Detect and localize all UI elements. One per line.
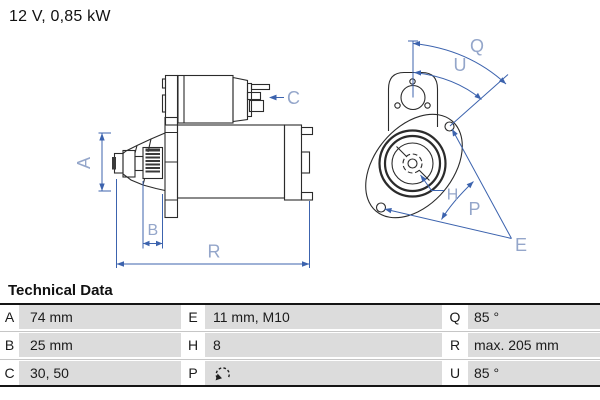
tech-value-U: 85 ° [468, 361, 600, 385]
dim-label-Q: Q [470, 36, 484, 56]
tech-value-R: max. 205 mm [468, 333, 600, 357]
technical-drawing: A B R C Q U H P E [74, 36, 527, 268]
pinion-teeth [145, 153, 160, 173]
row-separator [0, 358, 600, 360]
counterclockwise-rotation-icon [215, 366, 230, 380]
starter-flange-view [365, 71, 463, 219]
dim-label-R: R [208, 242, 221, 262]
starter-side-view [112, 74, 314, 219]
tech-value-P [205, 361, 442, 385]
tech-key-Q: Q [442, 305, 468, 329]
table-row: A 74 mm E 11 mm, M10 Q 85 ° [0, 305, 600, 329]
tech-key-U: U [442, 361, 468, 385]
dim-label-B: B [147, 222, 158, 239]
tech-value-E: 11 mm, M10 [205, 305, 442, 329]
dim-label-E: E [515, 235, 527, 255]
tech-value-A: 74 mm [19, 305, 181, 329]
page-title: 12 V, 0,85 kW [9, 8, 111, 25]
tech-value-B: 25 mm [19, 333, 181, 357]
tech-value-H: 8 [205, 333, 442, 357]
tech-key-E: E [181, 305, 205, 329]
dimension-lines [98, 40, 512, 268]
tech-key-B: B [0, 333, 19, 357]
dim-label-H: H [447, 187, 459, 204]
technical-data-table: A 74 mm E 11 mm, M10 Q 85 ° B 25 mm H 8 … [0, 303, 600, 387]
dimension-labels: A B R C Q U H P E [74, 36, 527, 262]
tech-key-A: A [0, 305, 19, 329]
tech-key-P: P [181, 361, 205, 385]
dim-label-C: C [287, 88, 300, 108]
row-separator [0, 330, 600, 332]
tech-key-R: R [442, 333, 468, 357]
dim-label-A: A [74, 157, 94, 169]
tech-value-Q: 85 ° [468, 305, 600, 329]
dim-label-U: U [454, 55, 467, 75]
dim-label-P: P [468, 199, 480, 219]
technical-data-heading: Technical Data [8, 282, 113, 299]
tech-key-C: C [0, 361, 19, 385]
table-row: B 25 mm H 8 R max. 205 mm [0, 333, 600, 357]
tech-value-C: 30, 50 [19, 361, 181, 385]
technical-data-section: Technical Data A 74 mm E 11 mm, M10 Q 85… [0, 282, 600, 387]
table-row: C 30, 50 P U 85 ° [0, 361, 600, 385]
tech-key-H: H [181, 333, 205, 357]
